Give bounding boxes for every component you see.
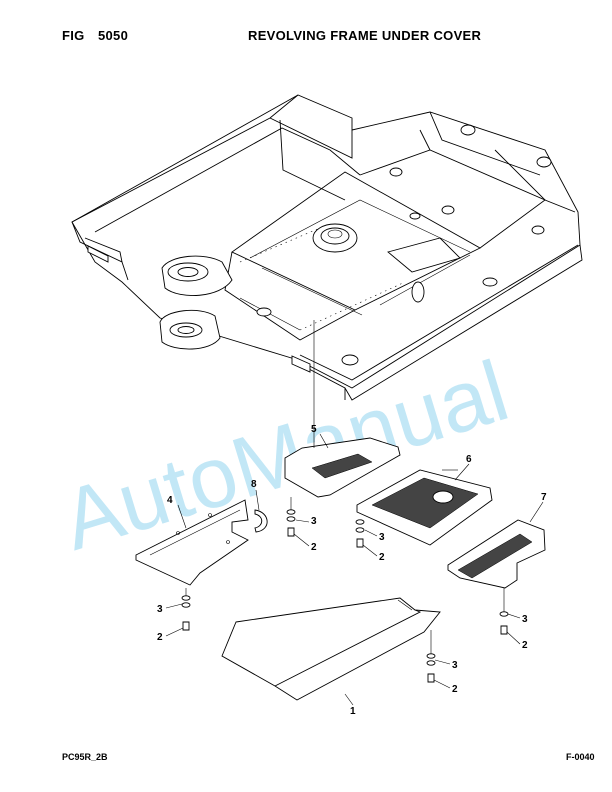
part-5-cover [284, 320, 401, 498]
part-1-cover [221, 597, 441, 701]
callout-5: 5 [311, 424, 317, 435]
callout-numbers: 5 6 7 4 8 3 2 3 2 3 2 3 2 3 2 1 [157, 424, 547, 717]
callout-3d: 3 [522, 614, 528, 625]
callout-3e: 3 [452, 660, 458, 671]
leader-lines [165, 433, 544, 706]
part-4-cover [135, 499, 249, 586]
callout-3b: 3 [379, 532, 385, 543]
callout-2d: 2 [522, 640, 528, 651]
watermark-text: AutoManual [52, 343, 519, 569]
revolving-frame [71, 94, 583, 401]
part-7-cover [447, 519, 546, 589]
callout-2c: 2 [157, 632, 163, 643]
callout-1: 1 [350, 706, 356, 717]
part-6-plate [356, 469, 493, 546]
callout-3c: 3 [157, 604, 163, 615]
callout-4: 4 [167, 495, 173, 506]
figure-label: FIG [62, 28, 85, 43]
fasteners [181, 497, 509, 683]
figure-title: REVOLVING FRAME UNDER COVER [248, 28, 482, 43]
callout-3a: 3 [311, 516, 317, 527]
part-8-clip [254, 509, 268, 533]
callout-2a: 2 [311, 542, 317, 553]
page-code: F-0040 [566, 752, 595, 762]
callout-2b: 2 [379, 552, 385, 563]
figure-number: 5050 [98, 28, 129, 43]
callout-2e: 2 [452, 684, 458, 695]
callout-7: 7 [541, 492, 547, 503]
callout-8: 8 [251, 479, 257, 490]
model-code: PC95R_2B [62, 752, 108, 762]
callout-6: 6 [466, 454, 472, 465]
